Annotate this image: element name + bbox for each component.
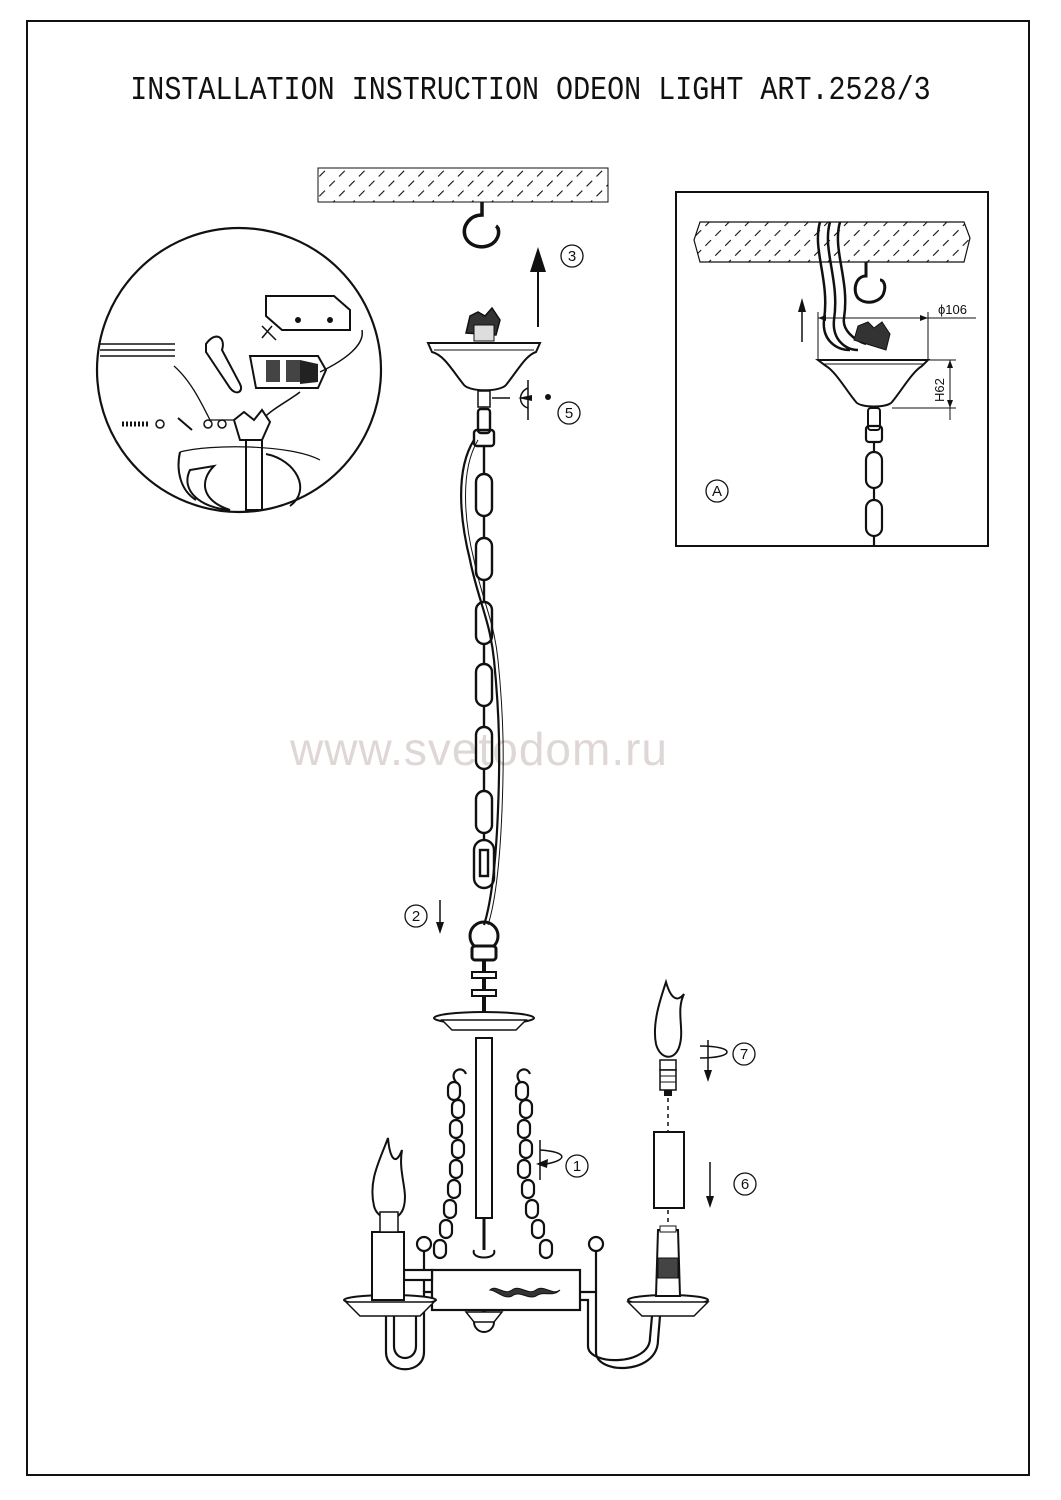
ceiling-hook-icon [462, 202, 501, 249]
svg-text:2: 2 [412, 908, 420, 925]
step-3-arrow [530, 247, 546, 327]
svg-text:6: 6 [741, 1176, 749, 1193]
step-marker-1: 1 [565, 1154, 589, 1178]
svg-text:7: 7 [740, 1046, 748, 1063]
detail-box-a: ϕ106 H62 A [675, 191, 989, 547]
decorative-chain-left [432, 1068, 468, 1260]
arm-right [580, 1235, 662, 1370]
decorative-chain-right [514, 1068, 554, 1260]
step-7-rotation [699, 1040, 728, 1082]
candle-sleeve [653, 1131, 685, 1209]
step-marker-7: 7 [732, 1042, 756, 1066]
svg-text:1: 1 [573, 1158, 581, 1175]
top-plate [433, 1011, 535, 1031]
cup-right [626, 1294, 710, 1317]
step-marker-6: 6 [733, 1172, 757, 1196]
ceiling [317, 167, 609, 203]
power-wire [460, 439, 501, 926]
canopy [426, 306, 542, 408]
main-chain [472, 407, 496, 890]
chandelier-ring [468, 920, 500, 1012]
lamp-socket-right [654, 1225, 682, 1297]
svg-text:3: 3 [568, 248, 576, 265]
wiring-detail-circle [95, 226, 383, 514]
step-1-rotation [536, 1140, 563, 1180]
diameter-label: ϕ106 [938, 302, 967, 317]
height-label: H62 [932, 378, 947, 402]
hub-body [430, 1268, 582, 1333]
svg-text:5: 5 [565, 405, 573, 422]
page-title: INSTALLATION INSTRUCTION ODEON LIGHT ART… [130, 72, 931, 109]
step-marker-2: 2 [404, 904, 428, 928]
step-2-arrow [436, 900, 444, 934]
detail-label: A [712, 483, 722, 500]
candle-bulb [653, 978, 685, 1096]
step-5-rotation [492, 380, 551, 420]
step-6-arrow [706, 1162, 714, 1208]
central-column [475, 1037, 493, 1219]
step-marker-5: 5 [557, 401, 581, 425]
arm-left [384, 1235, 434, 1371]
step-marker-3: 3 [560, 244, 584, 268]
page-border [26, 20, 1030, 1476]
candle-left [343, 1137, 437, 1317]
